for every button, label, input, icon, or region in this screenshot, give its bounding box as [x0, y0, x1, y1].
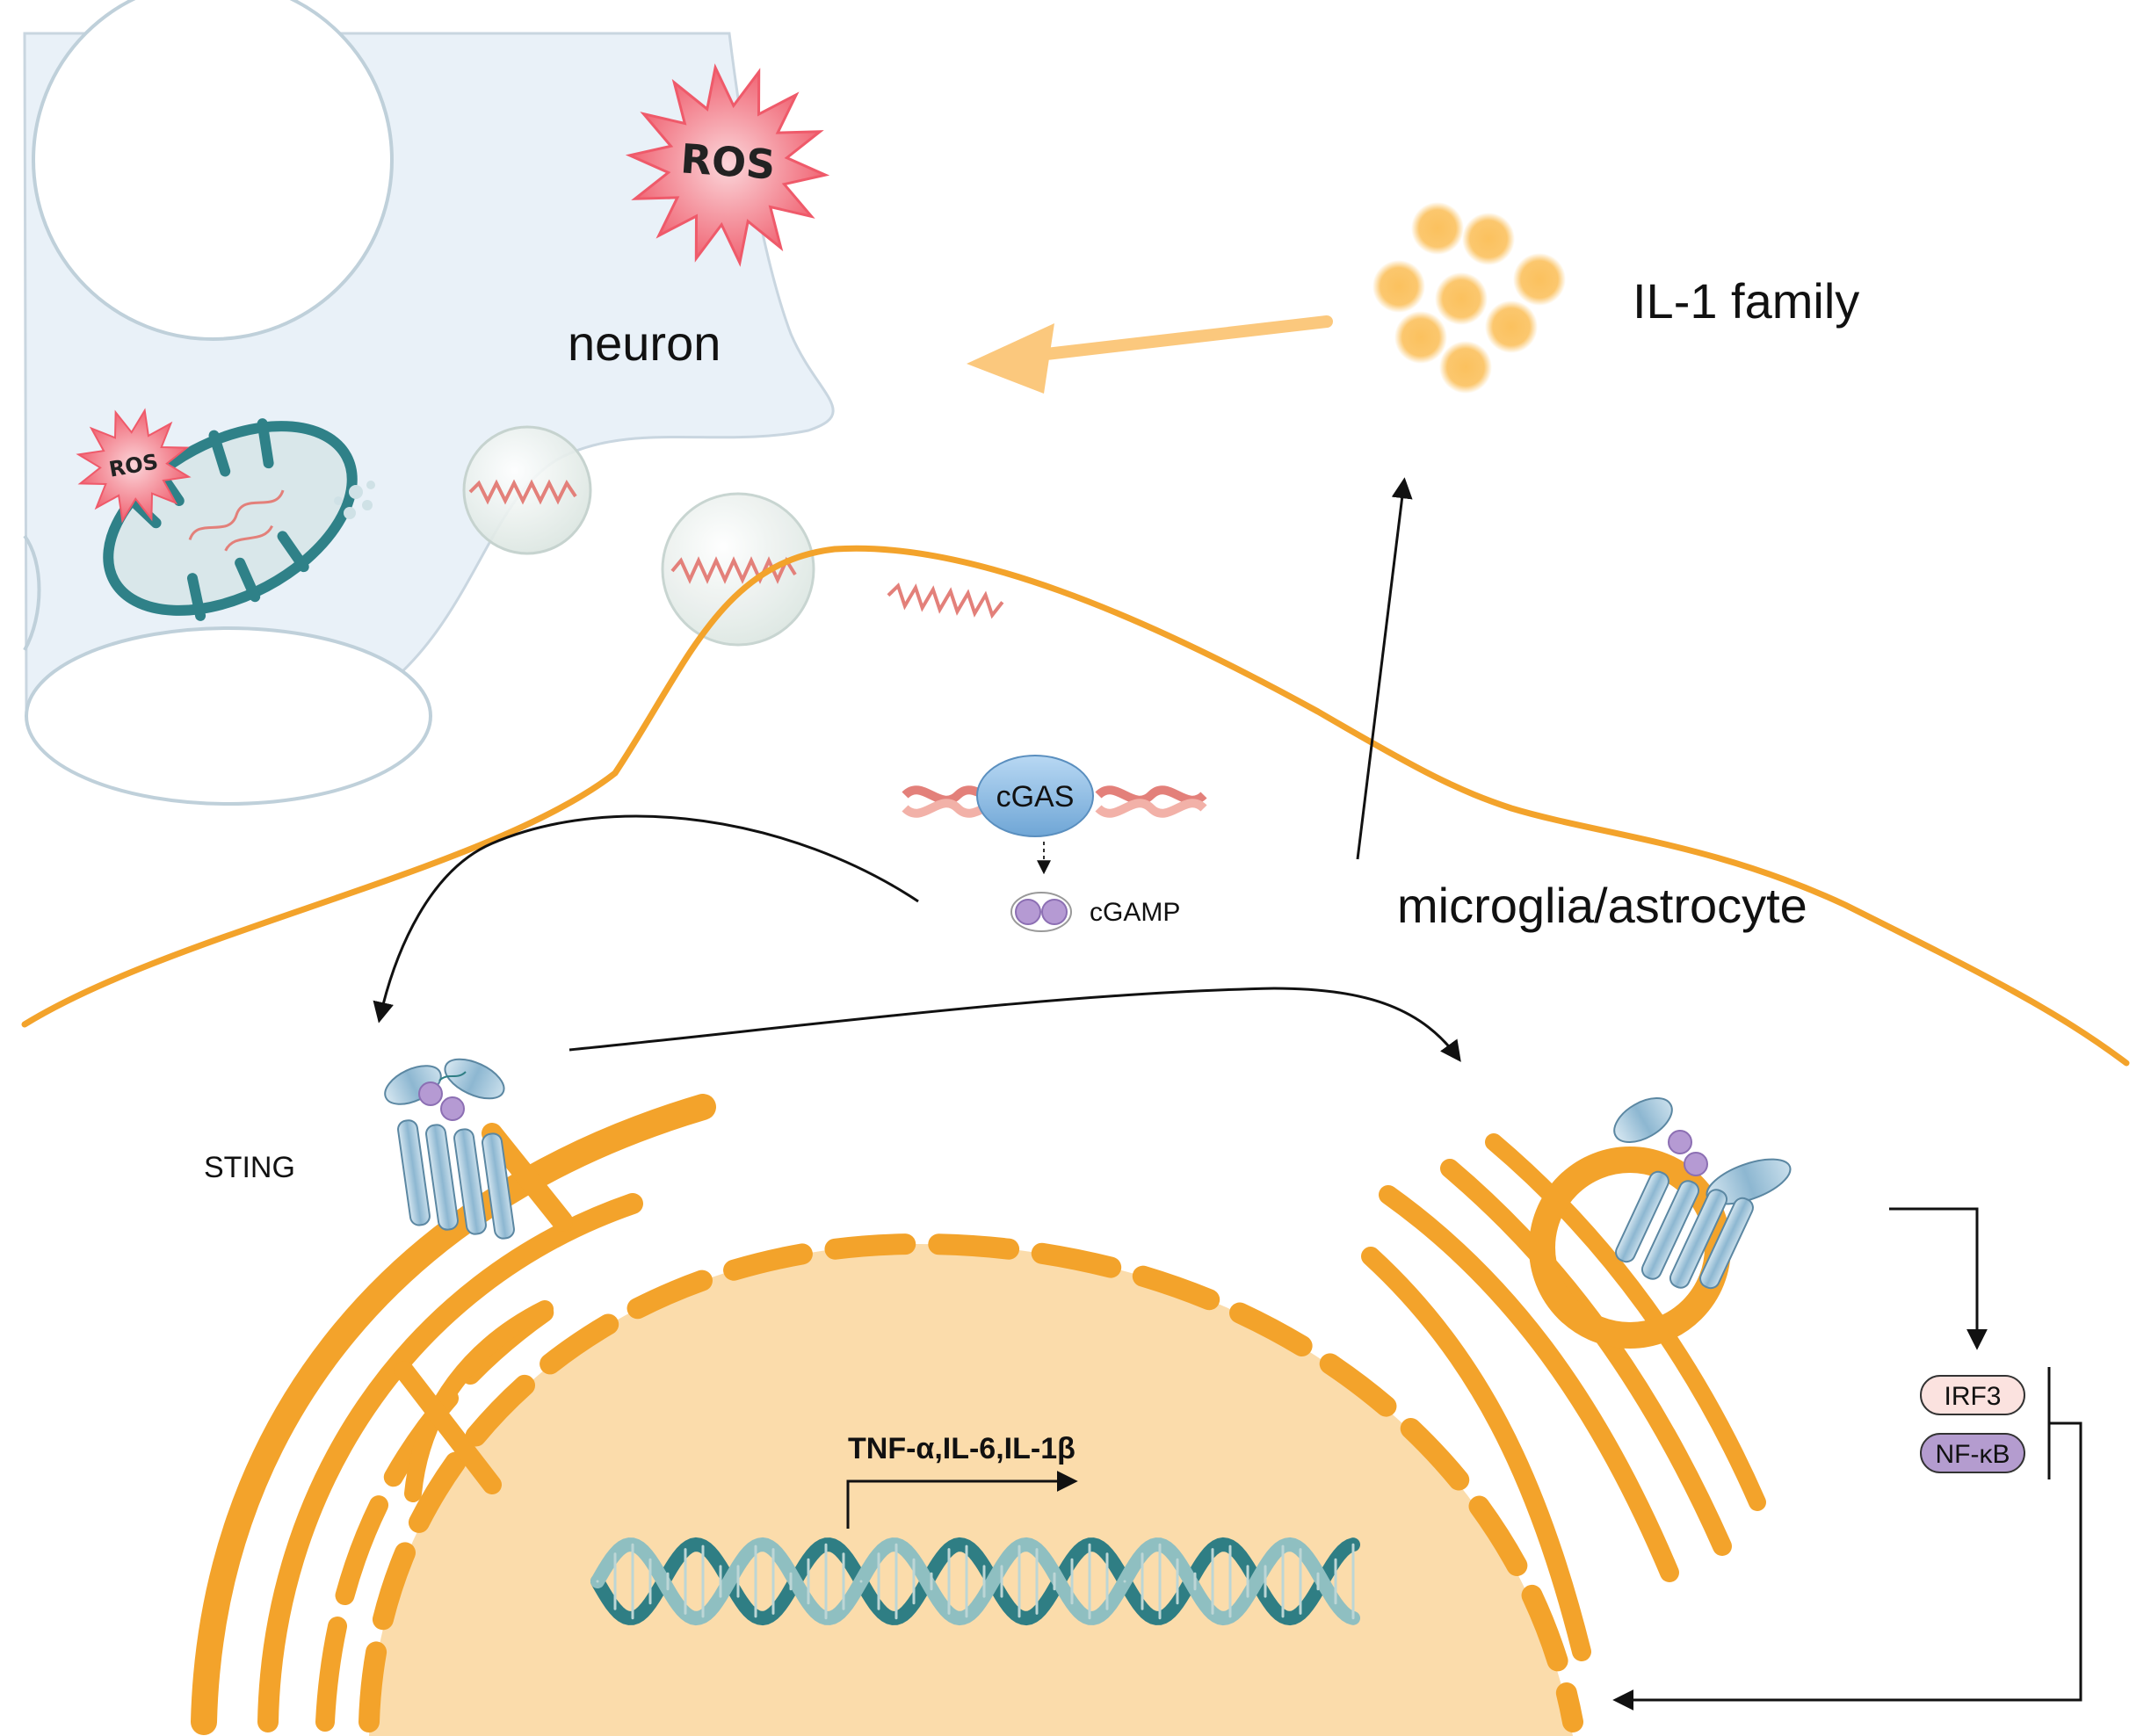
vesicle-membrane — [661, 492, 815, 647]
cgamp-label: cGAMP — [1090, 898, 1180, 927]
sting-golgi — [1613, 1097, 1792, 1290]
nuclear-envelope — [358, 1233, 1583, 1732]
endoplasmic-reticulum — [191, 1094, 716, 1735]
tf-to-nucleus-arrow — [1612, 1421, 2082, 1711]
nfkb-pill: NF-κB — [1920, 1433, 2025, 1473]
neuron-label: neuron — [568, 315, 721, 371]
cgas-enzyme — [976, 755, 1094, 837]
glial-cell-membrane — [21, 545, 2130, 1067]
secretion-arrow — [1356, 477, 1413, 860]
sting-er — [384, 1058, 515, 1240]
irf3-label: IRF3 — [1944, 1382, 2001, 1411]
cytosolic-dna — [887, 582, 1004, 619]
ros-burst-large: ROS — [625, 63, 830, 267]
il1-family-label: IL-1 family — [1633, 273, 1859, 329]
cgas-label: cGAS — [996, 780, 1075, 814]
neuron-membrane-bulge — [25, 626, 432, 806]
ros-label-large: ROS — [679, 134, 777, 188]
nfkb-label: NF-κB — [1936, 1440, 2010, 1469]
sting-translocation-arrow — [569, 987, 1461, 1062]
sting-label: STING — [204, 1151, 295, 1184]
il1-to-neuron-arrow — [967, 315, 1333, 394]
cytokines-label: TNF-α,IL-6,IL-1β — [848, 1432, 1076, 1465]
irf3-pill: IRF3 — [1920, 1375, 2025, 1415]
ros-burst-small: ROS — [76, 408, 192, 524]
cgamp-molecule — [1010, 892, 1072, 932]
mtdna-release-burst — [334, 481, 375, 519]
transcription-arrow — [846, 1471, 1078, 1529]
il1-particles — [1372, 202, 1566, 394]
neuron-nucleus — [32, 0, 394, 341]
cgamp-to-sting-arrow — [373, 814, 919, 1024]
cell-type-label: microglia/astrocyte — [1397, 878, 1807, 933]
vesicle-neuron — [462, 425, 592, 555]
neuron-cell — [23, 0, 835, 806]
dna-helix — [590, 1537, 1360, 1626]
cgas-dna-complex: cGAS — [902, 755, 1207, 837]
sting-to-tf-arrow — [1889, 1207, 1988, 1350]
